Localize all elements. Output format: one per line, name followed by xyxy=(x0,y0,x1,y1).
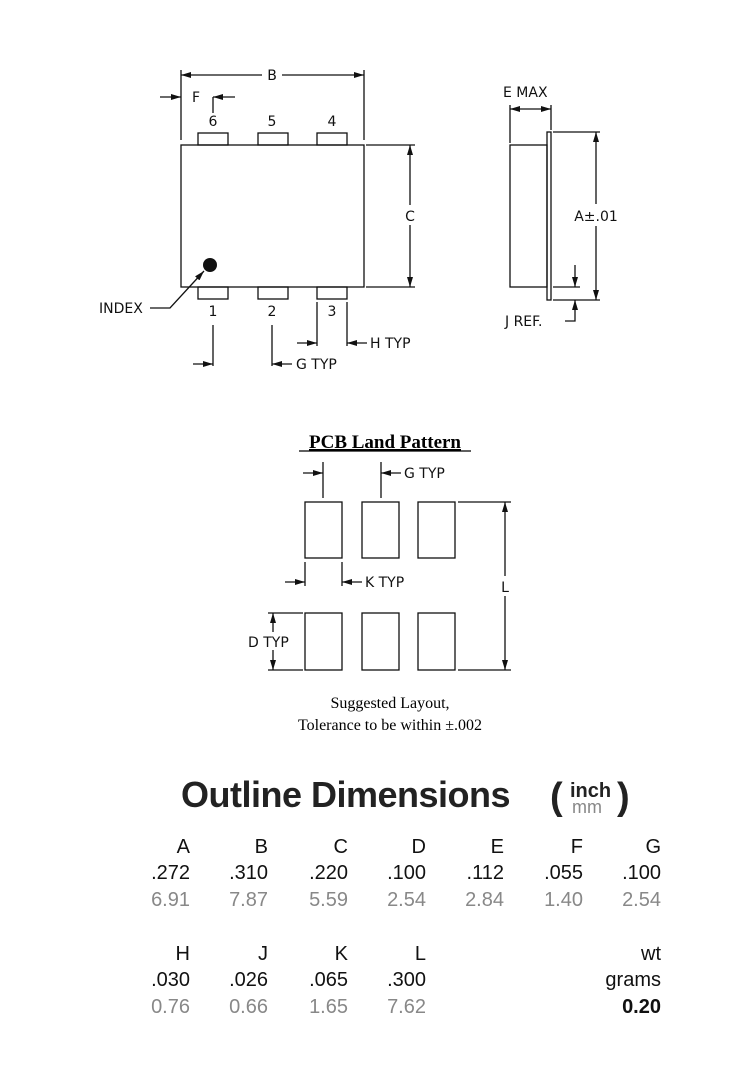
pin-label: 3 xyxy=(328,304,337,320)
dim-mm-value: 0.76 xyxy=(151,996,190,1018)
land-pad xyxy=(361,612,400,671)
dim-key: J xyxy=(258,943,268,965)
dim-c-label: C xyxy=(405,209,415,225)
pcb-k-typ-label: K TYP xyxy=(365,575,404,591)
weight-label: wt xyxy=(641,943,661,965)
dim-mm-value: 1.40 xyxy=(544,889,583,911)
pin-label: 2 xyxy=(268,304,277,320)
lead-5 xyxy=(257,132,289,146)
dim-inch-value: .112 xyxy=(466,862,504,884)
lead-1 xyxy=(197,286,229,300)
dim-mm-value: 7.62 xyxy=(387,996,426,1018)
dim-key: D xyxy=(411,836,426,858)
lead-4 xyxy=(316,132,348,146)
h-typ-label: H TYP xyxy=(370,336,411,352)
dim-inch-value: .310 xyxy=(229,862,268,884)
unit-inch: inch xyxy=(570,780,612,802)
pcb-l-label: L xyxy=(501,580,509,596)
dim-key: E xyxy=(490,836,504,858)
dim-b-label: B xyxy=(267,68,277,84)
dim-inch-value: .030 xyxy=(151,969,190,991)
e-max-label: E MAX xyxy=(503,85,548,101)
pin-label: 6 xyxy=(209,114,218,130)
land-pads xyxy=(304,501,456,671)
dim-mm-value: 0.66 xyxy=(229,996,268,1018)
index-label: INDEX xyxy=(99,301,143,317)
dim-mm-value: 6.91 xyxy=(151,889,190,911)
dim-inch-value: .055 xyxy=(544,862,583,884)
weight-unit: grams xyxy=(605,969,661,991)
dim-mm-value: 2.84 xyxy=(465,889,504,911)
pcb-land-pattern: PCB Land Pattern G TYP K TYP L D TYP Sug… xyxy=(248,432,511,734)
dim-mm-value: 5.59 xyxy=(309,889,348,911)
land-pad xyxy=(361,501,400,559)
dim-mm-value: 2.54 xyxy=(622,889,661,911)
dim-key: G xyxy=(645,836,661,858)
dim-key: L xyxy=(414,943,426,965)
pcb-title: PCB Land Pattern xyxy=(309,432,461,453)
dim-key: H xyxy=(175,943,190,965)
dim-inch-value: .100 xyxy=(387,862,426,884)
dim-mm-value: 7.87 xyxy=(229,889,268,911)
pin-label: 1 xyxy=(209,304,218,320)
dim-inch-value: .272 xyxy=(151,862,190,884)
j-ref-label: J REF. xyxy=(504,314,542,330)
paren-close: ) xyxy=(617,776,630,818)
top-view: 6 5 4 1 2 3 B F C INDEX G TYP H TYP xyxy=(99,68,415,373)
pin-label: 5 xyxy=(268,114,277,130)
a-tol-label: A±.01 xyxy=(574,209,618,225)
pcb-d-typ-label: D TYP xyxy=(248,635,289,651)
dim-key: A xyxy=(176,836,190,858)
land-pad xyxy=(417,501,456,559)
weight-value: 0.20 xyxy=(622,996,661,1018)
dim-mm-value: 1.65 xyxy=(309,996,348,1018)
dim-key: F xyxy=(570,836,583,858)
dim-key: C xyxy=(333,836,348,858)
outline-dimensions-title: Outline Dimensions xyxy=(181,774,511,815)
side-view: E MAX A±.01 J REF. xyxy=(503,85,618,330)
paren-open: ( xyxy=(550,776,563,818)
land-pad xyxy=(304,612,343,671)
land-pad xyxy=(304,501,343,559)
dim-f-label: F xyxy=(192,90,200,106)
pcb-caption-line2: Tolerance to be within ±.002 xyxy=(298,717,482,734)
pin-label: 4 xyxy=(328,114,337,130)
dim-inch-value: .300 xyxy=(387,969,426,991)
g-typ-label: G TYP xyxy=(296,357,337,373)
dim-key: K xyxy=(334,943,348,965)
lead-2 xyxy=(257,286,289,300)
dim-mm-value: 2.54 xyxy=(387,889,426,911)
unit-mm: mm xyxy=(572,797,602,817)
index-dot xyxy=(203,258,217,272)
lead-3 xyxy=(316,286,348,300)
lead-6 xyxy=(197,132,229,146)
dim-key: B xyxy=(254,836,268,858)
dim-inch-value: .220 xyxy=(309,862,348,884)
dim-inch-value: .065 xyxy=(309,969,348,991)
dim-inch-value: .100 xyxy=(622,862,661,884)
pcb-caption-line1: Suggested Layout, xyxy=(330,695,449,712)
dim-inch-value: .026 xyxy=(229,969,268,991)
land-pad xyxy=(417,612,456,671)
pcb-g-typ-label: G TYP xyxy=(404,466,445,482)
